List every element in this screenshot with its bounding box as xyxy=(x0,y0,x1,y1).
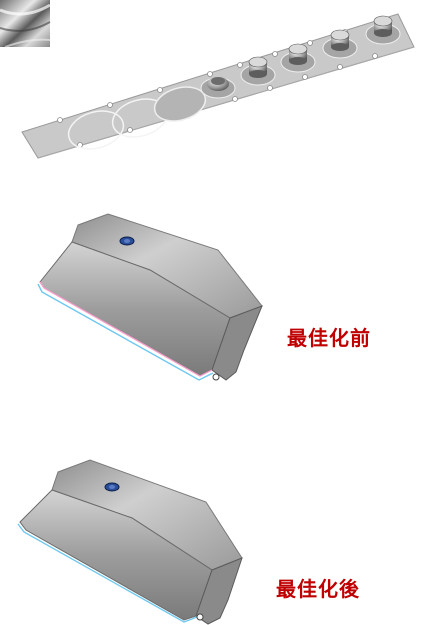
label-after-optimization: 最佳化後 xyxy=(276,577,360,601)
drawn-cup-stations xyxy=(200,15,401,99)
label-before-optimization: 最佳化前 xyxy=(287,326,371,350)
